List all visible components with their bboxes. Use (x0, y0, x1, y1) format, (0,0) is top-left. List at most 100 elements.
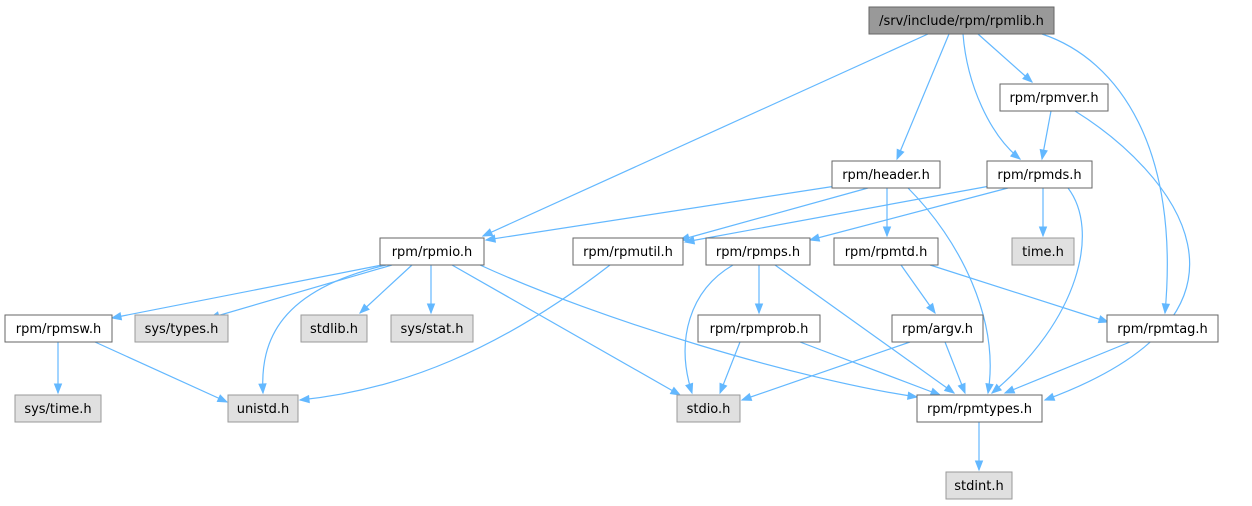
node-box[interactable] (833, 237, 939, 266)
arrowhead-icon (669, 386, 682, 396)
edge-rpmps-to-rpmprob (754, 265, 764, 315)
arrowhead-icon (1009, 149, 1022, 160)
edge-rpmio-to-rpmtypes (479, 264, 919, 400)
arrowhead-icon (481, 228, 494, 237)
edge-line (1041, 33, 1168, 314)
node-rpmver[interactable]: rpm/rpmver.h (999, 83, 1109, 112)
edge-rpmps-to-rpmtypes (774, 264, 956, 394)
edge-line (900, 264, 936, 314)
edge-rpmlib-to-rpmio (481, 33, 929, 237)
arrowhead-icon (740, 392, 753, 401)
arrowhead-icon (1161, 303, 1171, 315)
node-rpmtypes[interactable]: rpm/rpmtypes.h (916, 394, 1043, 423)
arrowhead-icon (1003, 385, 1016, 394)
node-box[interactable] (1106, 314, 1219, 343)
edge-argv-to-stdio (740, 341, 911, 401)
node-rpmsw[interactable]: rpm/rpmsw.h (4, 314, 113, 343)
node-label: rpm/header.h (842, 168, 930, 183)
node-header[interactable]: rpm/header.h (831, 160, 941, 189)
node-box[interactable] (1011, 237, 1075, 266)
node-box[interactable] (945, 471, 1013, 500)
arrowhead-icon (926, 302, 936, 315)
edge-rpmprob-to-stdio (719, 341, 741, 395)
node-argv[interactable]: rpm/argv.h (891, 314, 984, 343)
edge-line (991, 187, 1083, 394)
edge-line (684, 185, 991, 243)
node-box[interactable] (379, 237, 485, 266)
edge-line (1044, 110, 1190, 401)
node-box[interactable] (390, 314, 474, 343)
node-rpmtd[interactable]: rpm/rpmtd.h (833, 237, 939, 266)
node-box[interactable] (134, 314, 229, 343)
edge-line (482, 33, 929, 237)
edge-line (684, 264, 734, 394)
node-label: sys/stat.h (401, 322, 464, 337)
node-box[interactable] (572, 237, 684, 266)
node-systypes[interactable]: sys/types.h (134, 314, 229, 343)
arrowhead-icon (896, 148, 905, 161)
node-box[interactable] (676, 394, 741, 423)
node-rpmio[interactable]: rpm/rpmio.h (379, 237, 485, 266)
node-box[interactable] (705, 237, 811, 266)
node-box[interactable] (916, 394, 1043, 423)
edge-line (774, 264, 955, 394)
node-sysstat[interactable]: sys/stat.h (390, 314, 474, 343)
edge-rpmtd-to-argv (900, 264, 936, 315)
node-box[interactable] (4, 314, 113, 343)
node-rpmps[interactable]: rpm/rpmps.h (705, 237, 811, 266)
arrowhead-icon (1043, 392, 1056, 401)
arrowhead-icon (216, 394, 229, 403)
arrowhead-icon (957, 382, 966, 395)
edge-header-to-rpmio (484, 185, 837, 243)
edge-rpmlib-to-rpmtag (1041, 33, 1171, 315)
edge-rpmver-to-rpmds (1039, 110, 1052, 161)
node-label: stdio.h (687, 402, 731, 417)
node-label: rpm/rpmutil.h (583, 245, 673, 260)
edge-rpmio-to-unistd (258, 264, 387, 395)
node-stdlib[interactable]: stdlib.h (300, 314, 368, 343)
edge-rpmio-to-sysstat (426, 265, 436, 315)
node-rpmutil[interactable]: rpm/rpmutil.h (572, 237, 684, 266)
node-stdint[interactable]: stdint.h (945, 471, 1013, 500)
node-box[interactable] (831, 160, 941, 189)
node-box[interactable] (697, 314, 821, 343)
node-box[interactable] (14, 394, 102, 423)
node-label: time.h (1022, 245, 1064, 260)
node-box[interactable] (986, 160, 1093, 189)
edge-line (359, 264, 413, 314)
edge-line (1004, 341, 1131, 394)
edge-rpmio-to-rpmsw (110, 264, 383, 321)
arrowhead-icon (1039, 148, 1048, 161)
edge-line (929, 264, 1109, 323)
node-box[interactable] (227, 394, 299, 423)
node-rpmlib[interactable]: /srv/include/rpm/rpmlib.h (868, 6, 1055, 35)
node-label: rpm/rpmtd.h (845, 245, 928, 260)
edge-rpmds-to-rpmtypes (990, 187, 1083, 394)
arrowhead-icon (426, 303, 436, 315)
node-systime[interactable]: sys/time.h (14, 394, 102, 423)
arrowhead-icon (985, 382, 994, 395)
node-box[interactable] (300, 314, 368, 343)
node-rpmprob[interactable]: rpm/rpmprob.h (697, 314, 821, 343)
arrowhead-icon (1097, 315, 1110, 324)
node-unistd[interactable]: unistd.h (227, 394, 299, 423)
edge-line (741, 341, 911, 401)
node-rpmtag[interactable]: rpm/rpmtag.h (1106, 314, 1219, 343)
node-box[interactable] (999, 83, 1109, 112)
node-rpmds[interactable]: rpm/rpmds.h (986, 160, 1093, 189)
arrowhead-icon (990, 383, 1003, 394)
node-label: stdlib.h (310, 322, 358, 337)
node-box[interactable] (868, 6, 1055, 35)
node-label: rpm/rpmsw.h (16, 322, 101, 337)
edge-line (907, 187, 991, 394)
arrowhead-icon (808, 233, 821, 242)
node-time[interactable]: time.h (1011, 237, 1075, 266)
edge-rpmutil-to-unistd (298, 264, 611, 404)
node-stdio[interactable]: stdio.h (676, 394, 741, 423)
arrowhead-icon (1038, 226, 1048, 238)
node-label: sys/time.h (24, 402, 91, 417)
edge-rpmds-to-rpmps (808, 187, 1009, 242)
node-box[interactable] (891, 314, 984, 343)
node-label: /srv/include/rpm/rpmlib.h (879, 14, 1044, 29)
